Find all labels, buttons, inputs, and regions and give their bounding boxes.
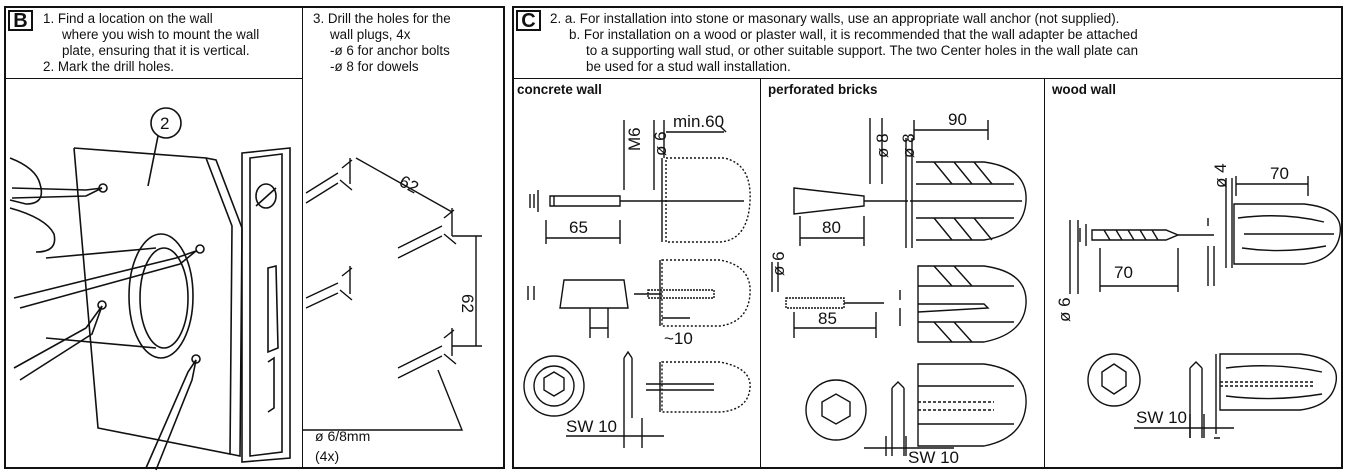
concrete-m6: M6 bbox=[625, 127, 644, 151]
hole-note: ø 6/8mm bbox=[315, 428, 371, 444]
step3-line2: wall plugs, 4x bbox=[330, 27, 411, 42]
step2-text: 2. Mark the drill holes. bbox=[43, 59, 174, 74]
bricks-sw10: SW 10 bbox=[908, 448, 959, 467]
dim-62-vertical: 62 bbox=[458, 294, 477, 313]
step3-line3: -ø 6 for anchor bolts bbox=[330, 43, 450, 58]
callout-label: 2 bbox=[160, 114, 169, 133]
concrete-sw10: SW 10 bbox=[566, 417, 617, 436]
wall-plate-illustration: 2 62 62 bbox=[9, 107, 482, 471]
step3-line4: -ø 8 for dowels bbox=[330, 59, 419, 74]
wood-len70-b: 70 bbox=[1114, 263, 1133, 282]
concrete-wall-title: concrete wall bbox=[517, 82, 602, 97]
bricks-dia8-a: ø 8 bbox=[873, 133, 892, 158]
panel-c: C 2. a. For installation into stone or m… bbox=[512, 6, 1343, 469]
step1-line1: 1. Find a location on the wall bbox=[43, 11, 213, 26]
bricks-dia8-b: ø 8 bbox=[899, 133, 918, 158]
concrete-dia6: ø 6 bbox=[651, 131, 670, 156]
step1-line2: where you wish to mount the wall bbox=[62, 27, 260, 42]
hole-count: (4x) bbox=[315, 448, 340, 464]
bricks-len80: 80 bbox=[822, 218, 841, 237]
column-divider bbox=[302, 8, 303, 467]
step1-line3: plate, ensuring that it is vertical. bbox=[62, 43, 250, 58]
wood-dia6: ø 6 bbox=[1055, 297, 1074, 322]
divider-bricks-wood bbox=[1044, 78, 1045, 467]
wood-len70-a: 70 bbox=[1270, 164, 1289, 183]
perforated-bricks-title: perforated bricks bbox=[768, 82, 878, 97]
concrete-len65: 65 bbox=[569, 218, 588, 237]
step3-line1: 3. Drill the holes for the bbox=[313, 11, 451, 26]
header-rule-right bbox=[514, 78, 1341, 79]
divider-concrete-bricks bbox=[760, 78, 761, 467]
wood-sw10: SW 10 bbox=[1136, 408, 1187, 427]
bricks-len90: 90 bbox=[948, 110, 967, 129]
concrete-min60: min.60 bbox=[673, 112, 724, 131]
header-rule-left bbox=[6, 78, 302, 79]
bricks-dia6: ø 6 bbox=[769, 251, 788, 276]
instruction-b-line3: be used for a stud wall installation. bbox=[586, 59, 791, 74]
panel-b-badge: B bbox=[8, 10, 33, 31]
wood-dia4: ø 4 bbox=[1211, 163, 1230, 188]
instruction-b-line1: b. For installation on a wood or plaster… bbox=[569, 27, 1138, 42]
instruction-b-line2: to a supporting wall stud, or other suit… bbox=[586, 43, 1139, 58]
installation-drawings: M6 ø 6 min.60 65 ~10 SW 10 ø 8 ø 8 90 80… bbox=[523, 110, 1342, 467]
panel-c-badge: C bbox=[516, 10, 541, 31]
concrete-d10: ~10 bbox=[664, 329, 693, 348]
panel-b: B 1. Find a location on the wall where y… bbox=[4, 6, 505, 471]
wood-wall-title: wood wall bbox=[1052, 82, 1116, 97]
bricks-len85: 85 bbox=[818, 309, 837, 328]
instruction-a: 2. a. For installation into stone or mas… bbox=[550, 11, 1120, 26]
